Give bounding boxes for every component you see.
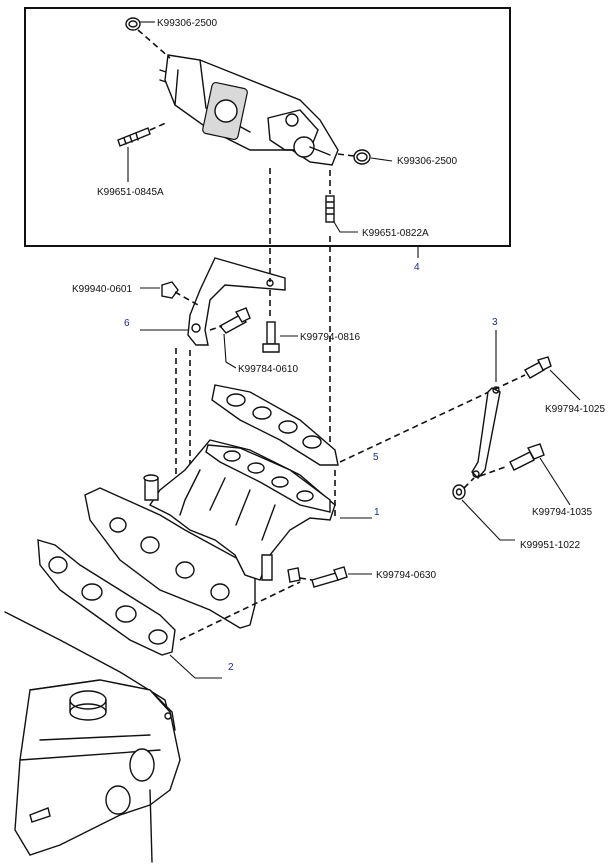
cap-right xyxy=(353,149,371,165)
inset-box xyxy=(24,7,511,247)
bolt-bracket-top xyxy=(262,321,280,353)
bolt-stay-bottom xyxy=(509,443,545,471)
intake-manifold xyxy=(84,439,336,629)
cap-top xyxy=(125,17,141,31)
gasket-upper xyxy=(211,384,339,466)
label-washer-stay: K99951-1022 xyxy=(520,540,580,551)
callout-3: 3 xyxy=(492,317,498,328)
callout-1: 1 xyxy=(374,507,380,518)
cylinder-head xyxy=(4,611,181,863)
gasket-lower xyxy=(37,539,176,656)
bolt-bracket-side xyxy=(218,307,251,334)
nut-bracket xyxy=(161,281,179,299)
label-bolt-manifold: K99794-0630 xyxy=(376,570,436,581)
callout-4: 4 xyxy=(414,262,420,273)
upper-cover xyxy=(159,54,339,166)
bracket xyxy=(187,257,286,346)
label-bolt-bracket-side: K99784-0610 xyxy=(238,364,298,375)
label-stud-left: K99651-0845A xyxy=(97,187,164,198)
callout-2: 2 xyxy=(228,662,234,673)
bolt-manifold xyxy=(311,566,348,588)
callout-6: 6 xyxy=(124,318,130,329)
label-cap-top: K99306-2500 xyxy=(157,18,217,29)
label-nut-bracket: K99940-0601 xyxy=(72,284,132,295)
bolt-stay-top xyxy=(524,356,552,379)
stud-right xyxy=(325,195,335,223)
label-cap-right: K99306-2500 xyxy=(397,156,457,167)
label-bolt-stay-top: K99794-1025 xyxy=(545,404,605,415)
label-bolt-stay-bottom: K99794-1035 xyxy=(532,507,592,518)
stud-left xyxy=(117,127,151,147)
washer-stay xyxy=(452,484,466,500)
callout-5: 5 xyxy=(373,452,379,463)
stay xyxy=(471,330,501,480)
label-stud-right: K99651-0822A xyxy=(362,228,429,239)
